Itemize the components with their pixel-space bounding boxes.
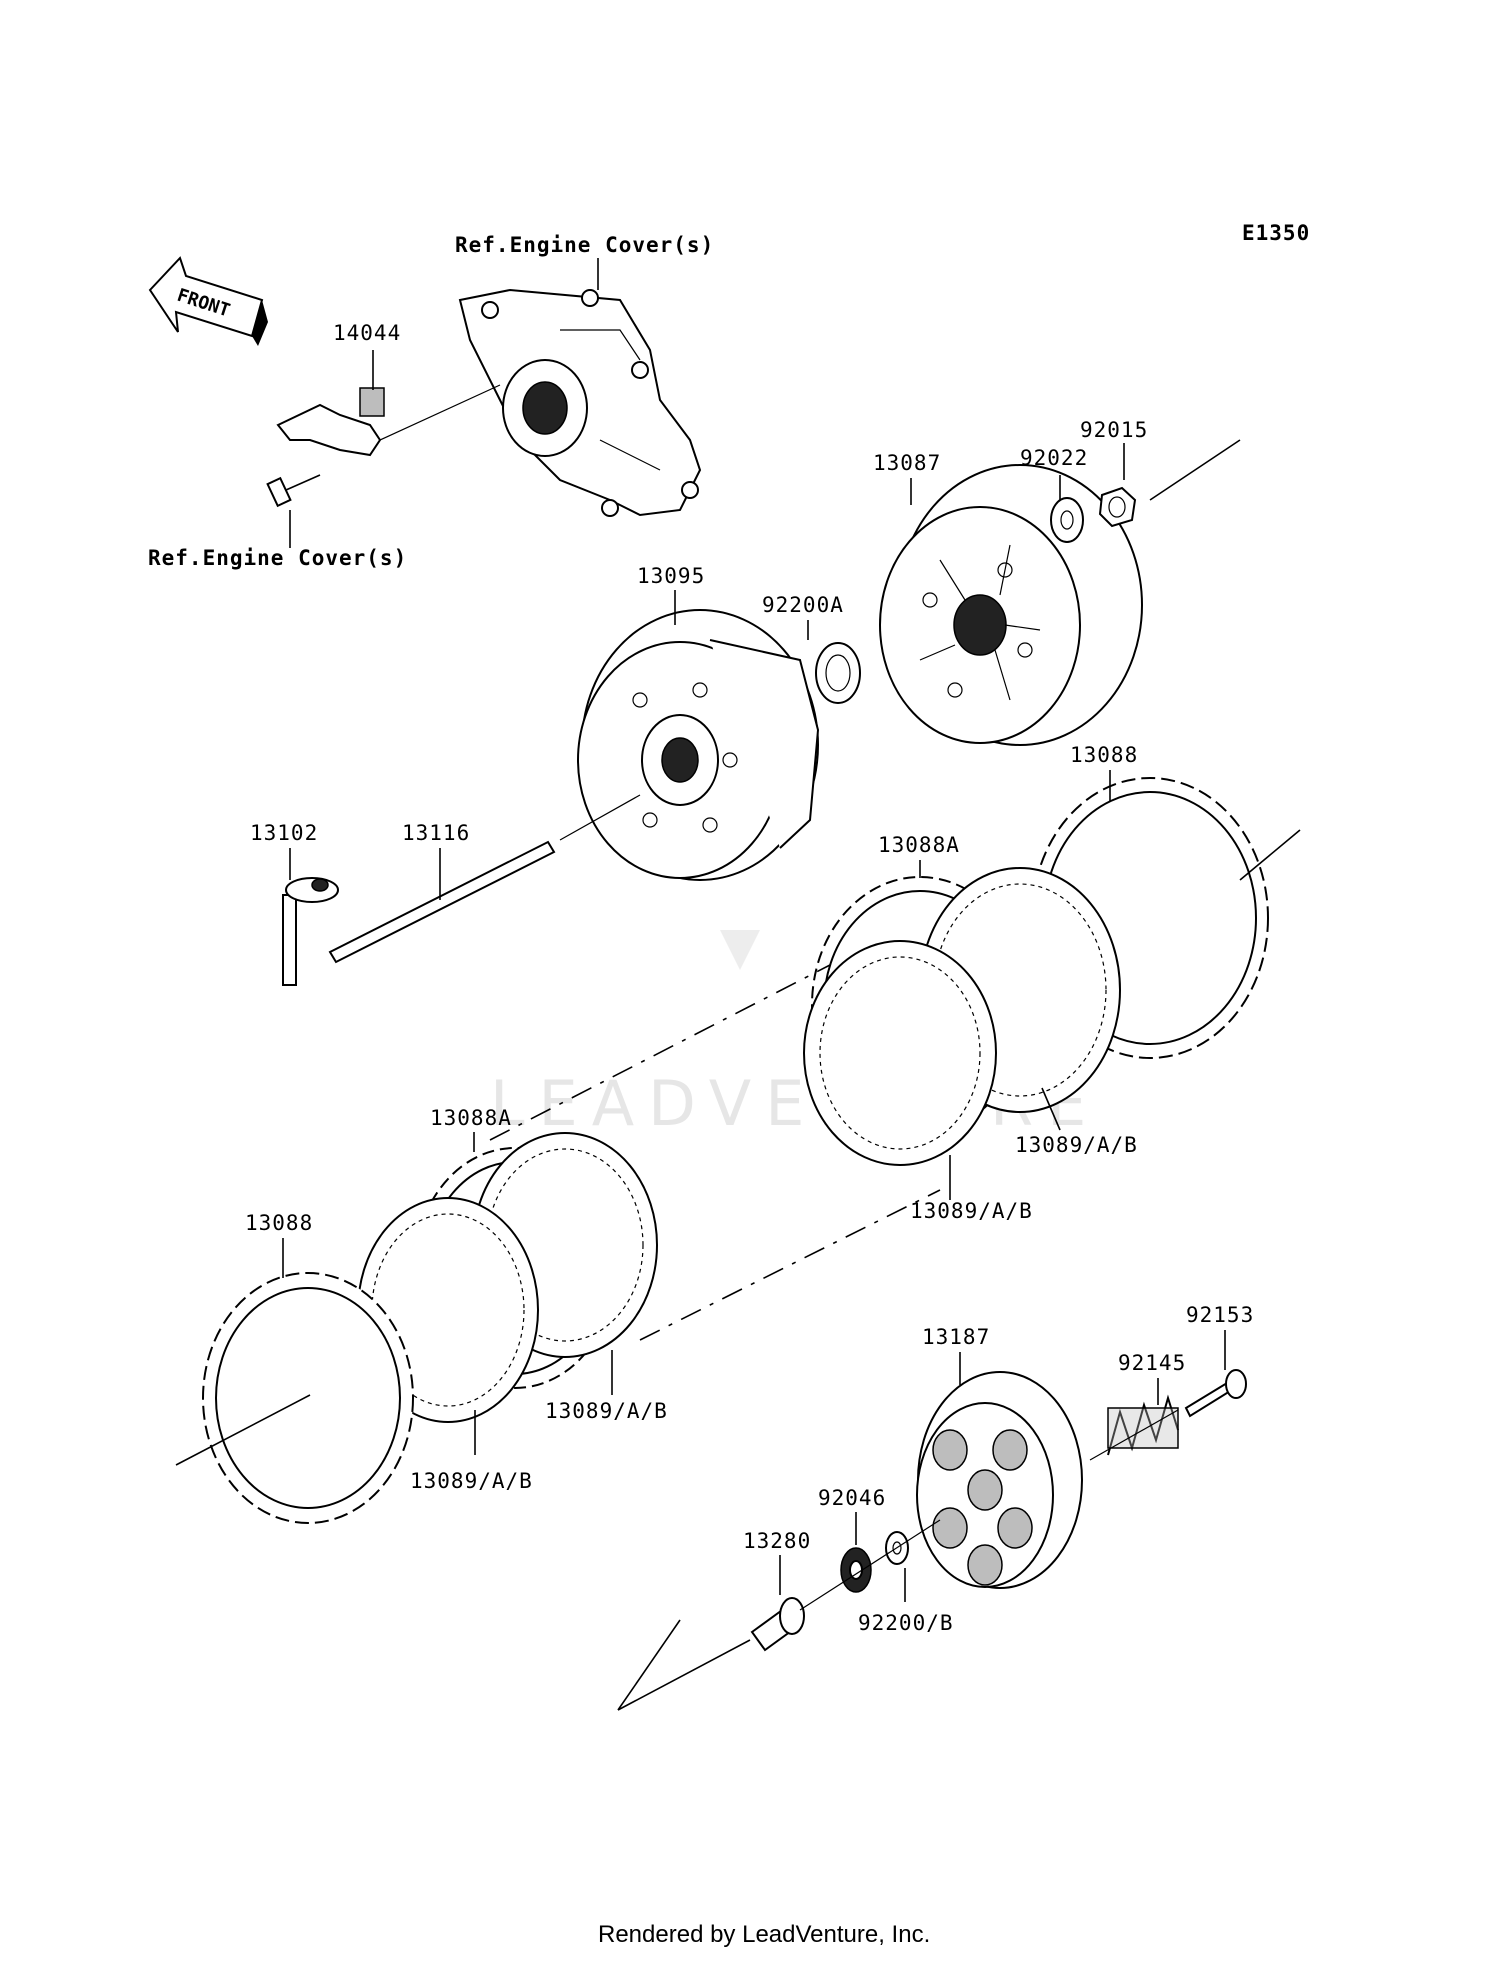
label-13088-top: 13088 [1070,743,1138,767]
label-92015: 92015 [1080,418,1148,442]
label-92200B: 92200/B [858,1611,954,1635]
front-arrow-icon: FRONT [148,256,268,346]
label-13116: 13116 [402,821,470,845]
part-92145-spring [1089,1394,1179,1461]
label-13089-mid: 13089/A/B [910,1199,1033,1223]
part-92046-bearing [840,1547,872,1593]
label-13095: 13095 [637,564,705,588]
label-14044: 14044 [333,321,401,345]
part-13089-steel-plate-mid [803,940,997,1166]
label-13088-left: 13088 [245,1211,313,1235]
label-92200A: 92200A [762,593,844,617]
label-92153: 92153 [1186,1303,1254,1327]
part-14044-bracket [276,350,501,457]
part-13280-rod [750,1519,941,1652]
label-13087: 13087 [873,451,941,475]
ref-engine-cover-top: Ref.Engine Cover(s) [455,233,714,257]
part-13187-pressure-plate [916,1371,1083,1589]
part-92015-nut [1098,486,1137,528]
part-13095-basket [577,609,820,881]
label-13089-left: 13089/A/B [410,1469,533,1493]
bolt-icon [266,474,321,508]
part-92022-washer [1050,497,1084,543]
label-13187: 13187 [922,1325,990,1349]
part-92153-bolt [1184,1369,1247,1418]
label-13088A-left: 13088A [430,1106,512,1130]
footer-credit: Rendered by LeadVenture, Inc. [598,1921,930,1948]
part-13088-friction-plate-left [202,1272,414,1524]
label-92145: 92145 [1118,1351,1186,1375]
label-13088A-top: 13088A [878,833,960,857]
label-13102: 13102 [250,821,318,845]
part-13102-lever [282,877,339,986]
ref-engine-cover-bottom: Ref.Engine Cover(s) [148,546,407,570]
diagram-code: E1350 [1242,221,1310,245]
label-13280: 13280 [743,1529,811,1553]
label-92022: 92022 [1020,446,1088,470]
engine-cover [458,288,702,517]
part-13087-gear [879,464,1143,746]
label-13089-left-mid: 13089/A/B [545,1399,668,1423]
part-13116-pushrod [328,794,641,964]
label-92046: 92046 [818,1486,886,1510]
label-13089-right: 13089/A/B [1015,1133,1138,1157]
part-92200A-ring [815,642,861,704]
